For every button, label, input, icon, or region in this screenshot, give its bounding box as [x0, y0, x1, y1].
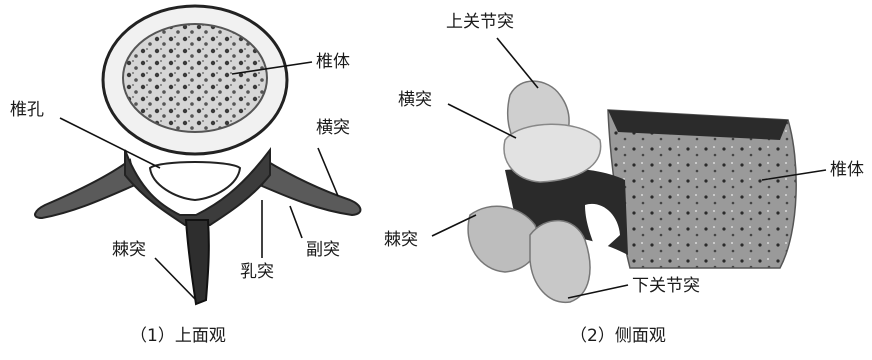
label-superior-articular-process: 上关节突: [446, 12, 514, 32]
label-mammillary-process: 乳突: [240, 262, 274, 282]
label-vertebral-foramen: 椎孔: [10, 100, 44, 120]
right-transverse-process-shape: [262, 160, 360, 215]
lateral-view-figure: [432, 38, 826, 302]
label-accessory-process: 副突: [306, 240, 340, 260]
label-lateral-vertebral-body: 椎体: [830, 160, 864, 180]
label-spinous-process: 棘突: [112, 240, 146, 260]
spinous-process-shape: [186, 220, 209, 304]
label-inferior-articular-process: 下关节突: [632, 276, 700, 296]
caption-superior-view: （1）上面观: [130, 326, 226, 346]
label-lateral-transverse-process: 横突: [398, 90, 432, 110]
label-vertebral-body: 椎体: [316, 52, 350, 72]
vertebral-foramen-shape: [150, 162, 240, 200]
label-transverse-process: 横突: [316, 118, 350, 138]
left-transverse-process-shape: [35, 160, 135, 218]
lateral-inferior-articular-process-shape: [530, 221, 590, 303]
vertebral-body-spongy-surface: [123, 24, 267, 132]
label-lateral-spinous-process: 棘突: [384, 230, 418, 250]
caption-lateral-view: （2）侧面观: [570, 326, 666, 346]
